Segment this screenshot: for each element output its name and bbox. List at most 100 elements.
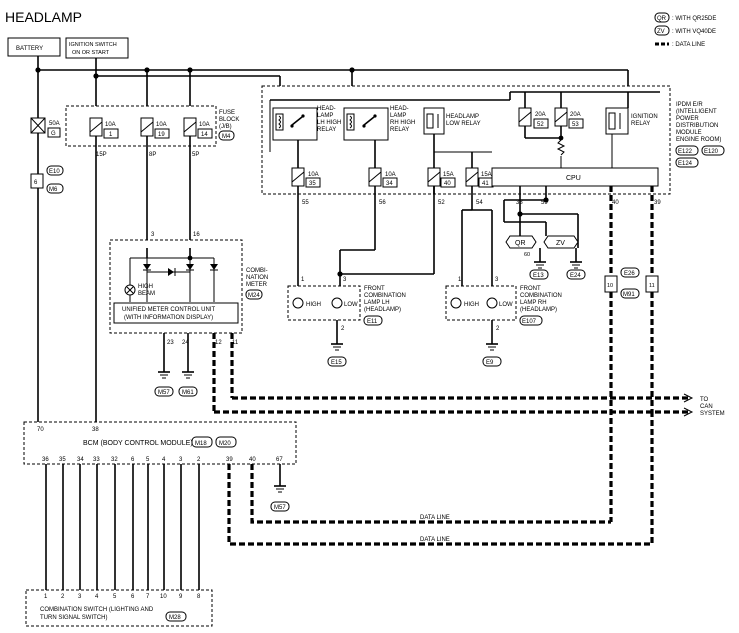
ignition-relay-label-1: IGNITION bbox=[631, 114, 658, 120]
bcm-pin-3: 3 bbox=[179, 457, 183, 463]
data-line-label-1: DATA LINE bbox=[420, 515, 450, 521]
upper-fuse-1-num: 52 bbox=[537, 122, 544, 128]
switch-connector: M28 bbox=[169, 615, 181, 621]
bcm-pin-36: 36 bbox=[42, 457, 49, 463]
relay-lh-label-2: LAMP bbox=[317, 113, 333, 119]
joint-connector-c2: M91 bbox=[623, 292, 635, 298]
lamp-lh-label-3: LAMP LH bbox=[364, 300, 390, 306]
legend-qr-code: QR bbox=[657, 16, 667, 22]
ground-m57-meter-icon bbox=[158, 371, 170, 379]
lamp-rh-pin-1: 1 bbox=[458, 277, 462, 283]
lower-fuse-1-num: 35 bbox=[309, 181, 316, 187]
ipdm-pin-54: 54 bbox=[476, 200, 483, 206]
ground-m57-bcm-icon bbox=[274, 485, 286, 493]
upper-fuse-1-amp: 20A bbox=[535, 112, 546, 118]
meter-pin-in1: 3 bbox=[151, 232, 155, 238]
main-fuse-amp: 50A bbox=[49, 121, 60, 127]
fuse-block-fuse-3: 10A 14 5P bbox=[183, 117, 213, 158]
relay-lh-high bbox=[272, 107, 318, 168]
high-beam-label-1: HIGH bbox=[138, 284, 153, 290]
bcm-pin-70: 70 bbox=[37, 427, 44, 433]
fuse-3-pin: 5P bbox=[192, 152, 199, 158]
bcm-bottom-pins: 36 35 34 33 32 6 5 4 3 2 39 40 67 bbox=[42, 457, 283, 463]
switch-pin-10: 10 bbox=[160, 594, 167, 600]
data-line-bcm-39 bbox=[227, 412, 654, 546]
ipdm-pin-55: 55 bbox=[302, 200, 309, 206]
joint-pin-11: 11 bbox=[649, 283, 655, 289]
upper-fuse-2-num: 53 bbox=[572, 122, 579, 128]
ground-variant-circuit bbox=[503, 186, 582, 269]
ignition-relay-label-2: RELAY bbox=[631, 121, 650, 127]
lamp-lh-low-icon bbox=[331, 297, 343, 309]
fusible-connector-c2: M6 bbox=[49, 187, 58, 193]
meter-pin-11: 11 bbox=[232, 340, 239, 346]
bcm-pin-4: 4 bbox=[162, 457, 166, 463]
ipdm-upper-fuses bbox=[518, 92, 568, 168]
bcm-pin-40: 40 bbox=[249, 457, 256, 463]
diagram-title: HEADLAMP bbox=[5, 9, 82, 25]
fuse-block-label-3: (J/B) bbox=[219, 124, 232, 130]
bcm-pin-6: 6 bbox=[131, 457, 135, 463]
fuse-1-amp: 10A bbox=[105, 122, 116, 128]
lamp-rh-label-3: LAMP RH bbox=[520, 300, 547, 306]
legend-zv-code: ZV bbox=[657, 29, 665, 35]
fusible-connector bbox=[30, 173, 44, 189]
fuse-1-num: 1 bbox=[109, 132, 113, 138]
lamp-rh-high-icon bbox=[450, 297, 462, 309]
qr-variant-tag bbox=[505, 235, 537, 249]
fuse-block-label-1: FUSE bbox=[219, 110, 235, 116]
ipdm-connector-3: E124 bbox=[678, 161, 693, 167]
fuse-1-pin: 15P bbox=[96, 152, 107, 158]
lamp-rh-high-label: HIGH bbox=[464, 302, 479, 308]
ignition-relay bbox=[605, 92, 629, 168]
ipdm-label-2: (INTELLIGENT bbox=[676, 109, 717, 115]
ground-e13: E13 bbox=[533, 273, 544, 279]
ignition-switch-label-1: IGNITION SWITCH bbox=[69, 42, 117, 48]
bcm-connector-2: M20 bbox=[219, 441, 231, 447]
qr-variant-label: QR bbox=[515, 240, 526, 247]
lamp-rh-ground: E9 bbox=[486, 360, 494, 366]
lamp-lh-ground: E15 bbox=[331, 360, 342, 366]
can-arrow-lower-icon bbox=[683, 407, 694, 417]
ignition-switch-label-2: ON OR START bbox=[72, 50, 110, 56]
zv-variant-tag bbox=[543, 235, 579, 249]
bcm-pin-67: 67 bbox=[276, 457, 283, 463]
can-label-2: CAN bbox=[700, 404, 713, 410]
relay-rh-label-3: RH HIGH bbox=[390, 120, 415, 126]
can-arrow-upper-icon bbox=[683, 393, 694, 403]
meter-label-1: COMBI- bbox=[246, 268, 268, 274]
ipdm-pin-39: 39 bbox=[654, 200, 661, 206]
lamp-rh-connector: E107 bbox=[522, 319, 537, 325]
battery-box bbox=[7, 37, 61, 57]
legend: QR : WITH QR25DE ZV : WITH VQ40DE : DATA… bbox=[654, 12, 716, 48]
ipdm-connector-1: E122 bbox=[678, 149, 693, 155]
lower-fuse-2-amp: 10A bbox=[385, 172, 396, 178]
bcm-pin-33: 33 bbox=[93, 457, 100, 463]
lamp-lh-pin-3: 3 bbox=[343, 277, 347, 283]
relay-rh-high bbox=[343, 107, 389, 168]
bcm-switch-wires bbox=[45, 464, 200, 590]
bcm-label: BCM (BODY CONTROL MODULE) bbox=[83, 440, 193, 447]
lamp-rh-low-label: LOW bbox=[499, 302, 513, 308]
lamp-lh-low-label: LOW bbox=[344, 302, 358, 308]
lamp-rh-pin-2: 2 bbox=[496, 326, 500, 332]
relay-lh-label-1: HEAD- bbox=[317, 106, 336, 112]
lower-fuse-1-amp: 10A bbox=[308, 172, 319, 178]
lower-fuse-3-amp: 15A bbox=[443, 172, 454, 178]
meter-label-3: METER bbox=[246, 282, 268, 288]
ipdm-lamp-wires bbox=[297, 186, 493, 286]
fuse-block-connector: M4 bbox=[222, 134, 231, 140]
bcm-pin-5: 5 bbox=[146, 457, 150, 463]
ipdm-label-1: IPDM E/R bbox=[676, 102, 703, 108]
fuse-2-pin: 8P bbox=[149, 152, 156, 158]
unified-meter-control-unit bbox=[113, 302, 239, 324]
switch-pin-8: 8 bbox=[197, 594, 201, 600]
fusible-connector-pin: 6 bbox=[34, 180, 38, 186]
bcm-ground: M57 bbox=[274, 505, 286, 511]
high-beam-label-2: BEAM bbox=[138, 291, 155, 297]
ipdm-pin-40: 40 bbox=[612, 200, 619, 206]
ipdm-cpu-label: CPU bbox=[566, 175, 581, 182]
bcm-pin-35: 35 bbox=[59, 457, 66, 463]
